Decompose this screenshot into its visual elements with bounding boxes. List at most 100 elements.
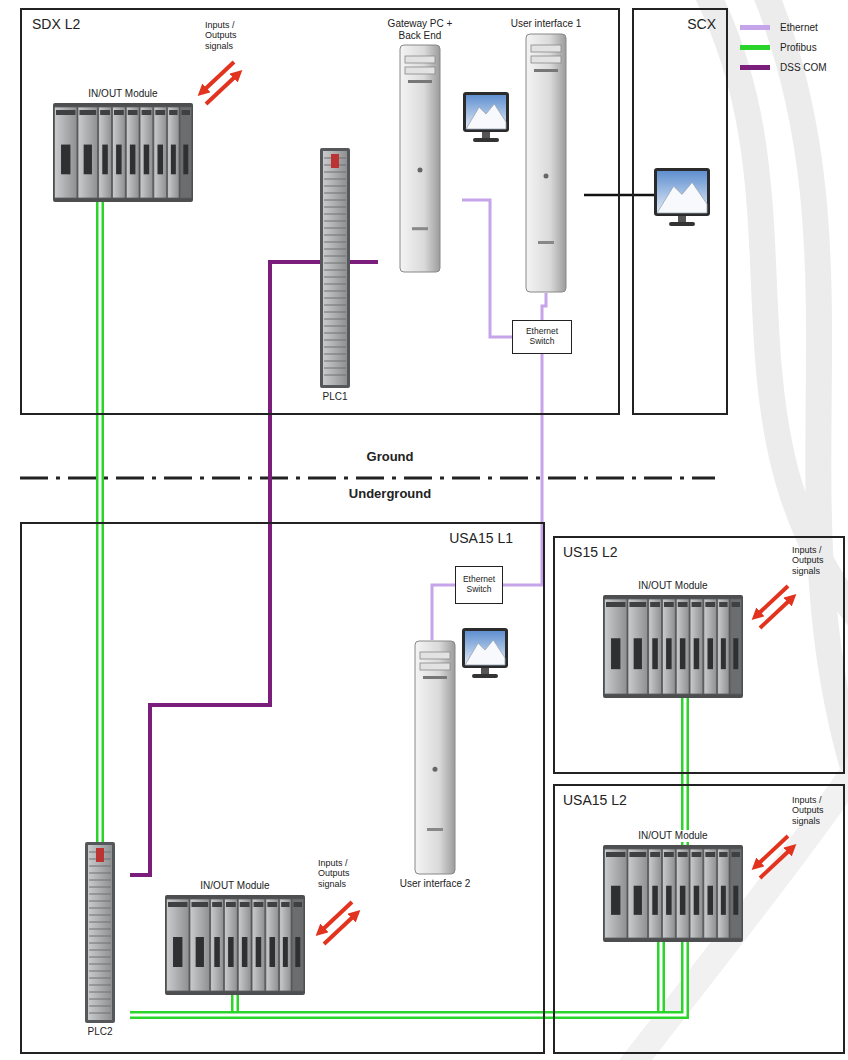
plc-rack-part [324, 291, 346, 292]
rack-module-part [704, 599, 717, 694]
rack-module-part [680, 638, 686, 669]
rack-module-part [664, 852, 674, 857]
monitor-icon-part [482, 132, 490, 139]
rack-module-part [283, 937, 288, 967]
plc-rack-part [331, 154, 339, 168]
monitor-icon [654, 168, 710, 226]
rack-module-part [676, 849, 689, 938]
rack-module-part [240, 902, 250, 907]
level-label: Ground [320, 450, 460, 465]
io-module: IN/OUT Module [48, 88, 198, 202]
ethernet-cable [503, 354, 542, 585]
device-label: PLC2 [85, 1026, 114, 1038]
plc-rack-part [324, 277, 346, 278]
rack-module-part [650, 852, 660, 857]
rack-module-part [634, 638, 642, 669]
rack-module-part [254, 902, 264, 907]
plc-rack-part [324, 305, 346, 306]
plc-rack-part [89, 964, 111, 965]
area-region: USA15 L1Ethernet SwitchUser interface 2P… [20, 522, 545, 1054]
monitor-icon-part [465, 631, 505, 665]
rack-module-part [158, 144, 164, 174]
device-label: IN/OUT Module [198, 880, 271, 892]
background-swirl-part [620, 700, 848, 1060]
rack-module-part [114, 110, 124, 115]
plc-rack-part [324, 221, 346, 222]
plc-rack-part [89, 915, 111, 916]
plc-rack-part [324, 228, 346, 229]
signal-note: Inputs / Outputs signals [792, 795, 836, 826]
rack-module-part [611, 638, 620, 669]
rack-module-part [694, 638, 700, 669]
rack-module-part [196, 937, 204, 967]
pc-tower-part [420, 652, 450, 659]
rack-module-part [629, 602, 646, 607]
rack-module-part [721, 638, 726, 669]
monitor-icon-part [678, 216, 686, 223]
pc-tower-part [420, 663, 450, 670]
rack-module-part [102, 144, 108, 174]
pc-tower-part [526, 34, 566, 292]
plc-rack-part [89, 936, 111, 937]
plc-rack-part [324, 242, 346, 243]
plc-rack-part [89, 880, 111, 881]
plc-rack-part [324, 368, 346, 369]
rack-module-part [605, 599, 627, 694]
cable-line [462, 200, 512, 337]
area-region: SCX [632, 8, 728, 415]
pc-tower-part [412, 227, 428, 230]
rack-module-part [718, 599, 729, 694]
ground-line [20, 477, 715, 480]
rack-module-part [676, 599, 689, 694]
rack-module-part [214, 937, 220, 967]
rack-module-part [128, 110, 138, 115]
plc-rack-part [89, 908, 111, 909]
rack-module-part [53, 103, 193, 202]
plc-rack-part [324, 172, 346, 173]
rack-module-part [690, 849, 703, 938]
pc-tower [399, 44, 441, 273]
monitor-icon-part [654, 168, 710, 216]
dss-com-cable [130, 262, 378, 875]
rack-module-part [79, 110, 96, 115]
rack-module-part [662, 599, 675, 694]
rack-module-part [680, 885, 686, 914]
rack-module-part [733, 885, 738, 914]
rack-module [165, 895, 305, 995]
rack-module-part [116, 144, 122, 174]
rack-module-part [266, 899, 279, 991]
rack-module-part [267, 902, 277, 907]
switch-box: Ethernet Switch [455, 566, 503, 604]
rack-module-part [733, 638, 738, 669]
rack-module-part [708, 638, 714, 669]
plc-rack-part [89, 985, 111, 986]
device-label: IN/OUT Module [86, 88, 159, 100]
plc-rack-part [89, 922, 111, 923]
rack-module-part [112, 107, 125, 198]
legend-text: DSS COM [780, 62, 827, 73]
rack-module-part [730, 599, 741, 694]
rack-module-part [211, 899, 224, 991]
legend-swatch [740, 65, 770, 70]
plc-rack-part [323, 151, 347, 385]
rack-module-part [732, 602, 740, 607]
rack-module-part [242, 937, 248, 967]
plc-rack-part [324, 298, 346, 299]
pc-tower [414, 640, 456, 875]
rack-module-part [295, 937, 300, 967]
rack-module-part [690, 599, 703, 694]
rack-module-part [652, 638, 658, 669]
rack-module-part [191, 902, 208, 907]
plc-rack-part [89, 1013, 111, 1014]
rack-module-part [649, 599, 662, 694]
signal-note: Inputs / Outputs signals [205, 20, 255, 51]
legend-row: Ethernet [740, 22, 818, 33]
rack-module-part [180, 107, 191, 198]
pc-tower-part [534, 69, 558, 72]
signal-arrow [202, 62, 234, 92]
plc-rack-part [89, 1006, 111, 1007]
plc-rack-part [88, 845, 112, 1020]
plc-rack-part [89, 929, 111, 930]
pc-tower-part [427, 828, 443, 831]
area-title: USA15 L2 [563, 792, 627, 808]
